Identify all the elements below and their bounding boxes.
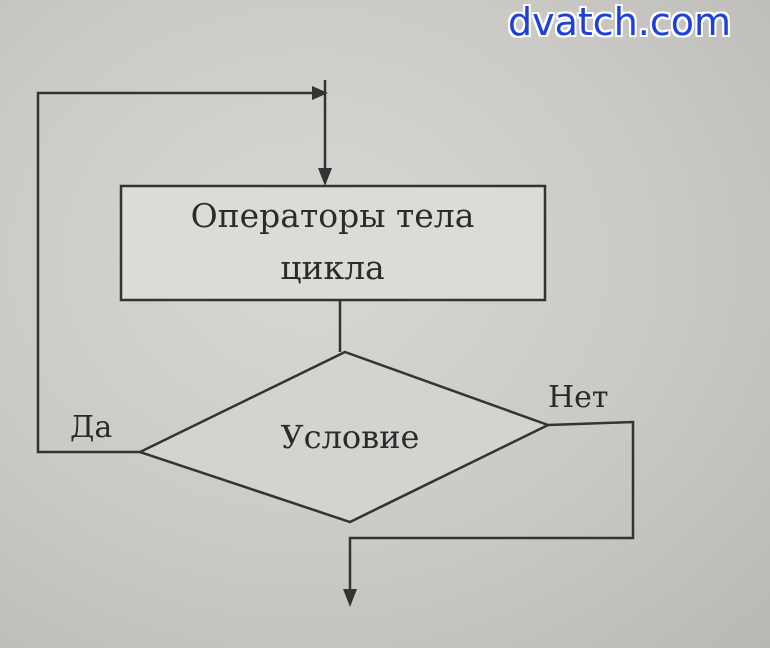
process-box	[119, 184, 547, 302]
decision-diamond	[136, 350, 552, 524]
process-line-2: цикла	[280, 248, 385, 287]
process-box-text: Операторы тела цикла	[120, 190, 545, 294]
arrow-down-icon	[318, 168, 332, 186]
process-line-1: Операторы тела	[190, 196, 475, 235]
arrow-right-icon	[312, 86, 328, 100]
exit-arrow-down-icon	[343, 589, 357, 607]
watermark: dvatch.com	[508, 0, 732, 44]
yes-label: Да	[70, 410, 113, 445]
yes-loop-line	[36, 91, 318, 454]
no-label: Нет	[548, 380, 609, 415]
decision-label: Условие	[280, 418, 420, 456]
no-exit-line	[348, 420, 635, 595]
